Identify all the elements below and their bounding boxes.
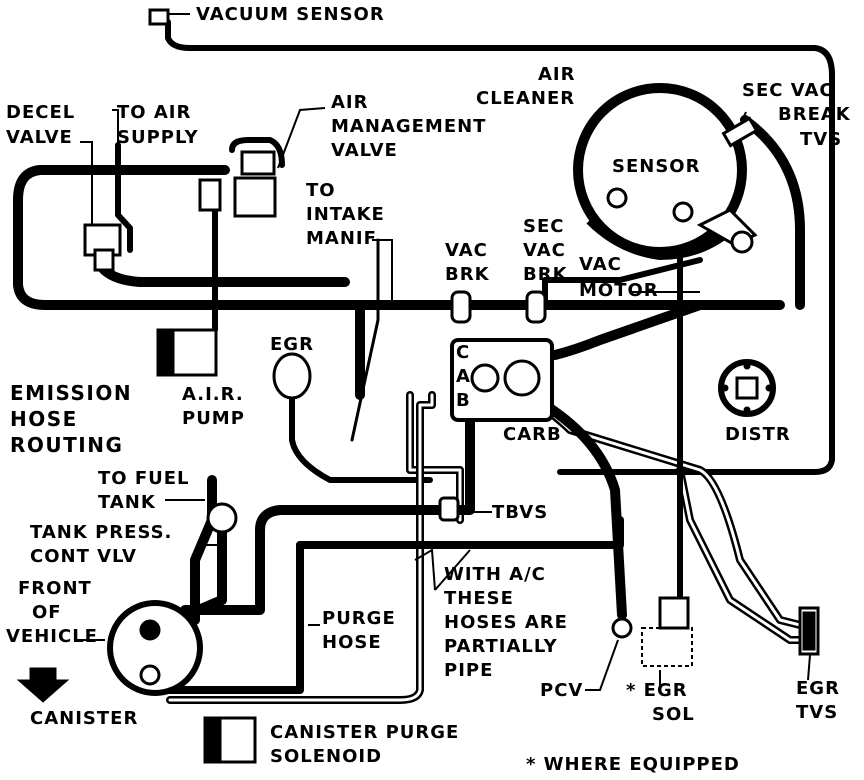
label-sensor: SENSOR [612,156,700,177]
label-amv-3: VALVE [331,140,398,161]
label-amv-2: MANAGEMENT [331,116,486,137]
label-tbvs: TBVS [492,502,548,523]
distributor-icon [718,359,776,417]
label-tank-press-1: TANK PRESS. [30,522,172,543]
label-to-fuel-tank-2: TANK [98,492,156,513]
label-sec-vac-brk-1: SEC [523,216,564,237]
sensor-port-icon [606,187,628,209]
label-to-air-supply-2: SUPPLY [117,127,199,148]
egr-valve-icon [272,352,312,400]
label-with-ac-1: WITH A/C [444,564,546,585]
label-carb-port-b: B [456,390,471,411]
label-sec-vac-break-3: TVS [800,129,842,150]
tbvs-loop-hose [180,410,475,615]
label-title-3: ROUTING [10,433,123,457]
egr-hose [289,392,433,483]
label-purge-hose-1: PURGE [322,608,396,629]
label-pcv: PCV [540,680,583,701]
label-egr-sol-1: * EGR [626,680,688,701]
label-front-1: FRONT [18,578,92,599]
label-purge-hose-2: HOSE [322,632,382,653]
label-air-pump-1: A.I.R. [182,384,244,405]
tbvs-icon [438,496,460,522]
label-carb-port-c: C [456,342,470,363]
canister-purge-solenoid-icon [203,716,257,764]
label-egr-tvs-1: EGR [796,678,840,699]
label-vacuum-sensor: VACUUM SENSOR [196,4,385,25]
sec-vac-break-hose [740,115,805,310]
label-with-ac-2: THESE [444,588,514,609]
label-sec-vac-brk-2: VAC [523,240,566,261]
label-with-ac-5: PIPE [444,660,493,681]
label-with-ac-4: PARTIALLY [444,636,558,657]
label-tank-press-2: CONT VLV [30,546,137,567]
label-vac-brk-1: VAC [445,240,488,261]
label-title-2: HOSE [10,407,78,431]
air-supply-return-hose [95,260,350,287]
sec-vac-brk-fitting-icon [525,290,547,324]
fuel-tank-hose [190,475,217,625]
label-sec-vac-break-2: BREAK [778,104,851,125]
label-with-ac-3: HOSES ARE [444,612,568,633]
label-vac-motor-2: MOTOR [579,280,659,301]
label-canister-purge-1: CANISTER PURGE [270,722,459,743]
label-to-air-supply-1: TO AIR [117,102,191,123]
vacuum-sensor-icon [148,8,170,26]
label-air-pump-2: PUMP [182,408,245,429]
decel-valve-icon [83,223,122,272]
label-title-1: EMISSION [10,381,132,405]
label-to-intake-1: TO [306,180,336,201]
label-amv-1: AIR [331,92,369,113]
sec-vac-break-tvs-icon [721,116,759,148]
air-cleaner-carb-hose [550,300,705,360]
label-to-intake-2: INTAKE [306,204,385,225]
label-sec-vac-break-1: SEC VAC [742,80,834,101]
label-egr-tvs-2: TVS [796,702,838,723]
intake-manif-hose [350,238,380,442]
air-management-valve-icon [198,150,277,218]
label-front-2: OF [32,602,62,623]
tank-press-valve-icon [206,502,238,534]
label-to-intake-3: MANIF [306,228,377,249]
pcv-hose [540,400,627,620]
egr-sol-icon [641,596,693,667]
leader-lines [75,13,811,691]
pcv-valve-icon [611,617,633,639]
label-canister-purge-2: SOLENOID [270,746,382,767]
air-pump-icon [156,328,218,377]
vac-brk-fitting-icon [450,290,472,324]
label-decel-valve-2: VALVE [6,127,73,148]
front-arrow-icon [16,667,70,703]
vacuum-sensor-hose [165,19,835,475]
label-vac-motor-1: VAC [579,254,622,275]
carb-icon [450,338,554,422]
label-egr: EGR [270,334,314,355]
decel-valve-hose [115,142,133,253]
egr-tvs-icon [798,606,820,656]
label-where-equipped: * WHERE EQUIPPED [526,754,740,775]
air-supply-loop-hose [13,165,365,400]
label-canister: CANISTER [30,708,138,729]
label-egr-sol-2: SOL [652,704,695,725]
label-distr: DISTR [725,424,791,445]
label-front-3: VEHICLE [6,626,98,647]
label-sec-vac-brk-3: BRK [523,264,568,285]
label-decel-valve-1: DECEL [6,102,75,123]
tank-press-hose [170,525,227,625]
label-carb: CARB [503,424,562,445]
vac-motor-hose [542,257,703,308]
label-vac-brk-2: BRK [445,264,490,285]
air-cleaner [573,83,759,261]
label-carb-port-a: A [456,366,471,387]
label-to-fuel-tank-1: TO FUEL [98,468,190,489]
label-air-cleaner-2: CLEANER [476,88,575,109]
label-air-cleaner-1: AIR [538,64,576,85]
canister-icon [107,600,203,696]
